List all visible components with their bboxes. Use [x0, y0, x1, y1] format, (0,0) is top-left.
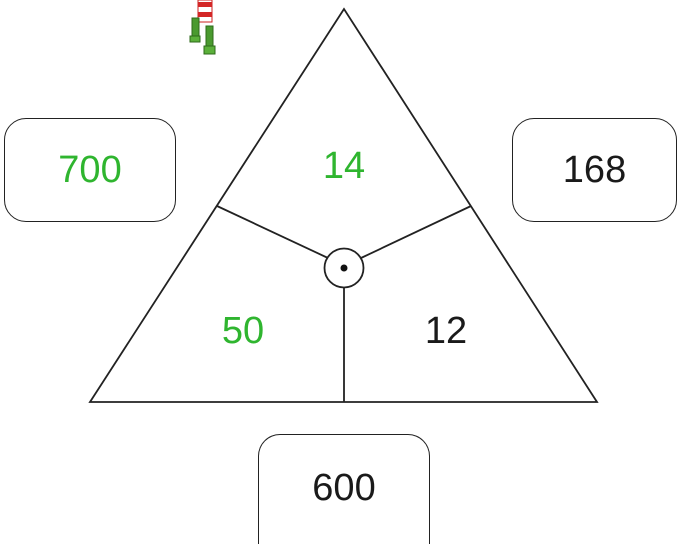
bottom-product-value: 600 [312, 467, 376, 509]
elf-legs-icon [189, 0, 216, 55]
triangle-top-number: 14 [322, 145, 366, 187]
triangle-right-number: 12 [424, 310, 468, 352]
right-product-value: 168 [562, 149, 627, 191]
triangle-left-number: 50 [221, 310, 265, 352]
center-dot [340, 264, 348, 272]
left-product-value: 700 [58, 149, 122, 191]
right-product-box: 168 [512, 118, 677, 222]
left-product-box: 700 [4, 118, 176, 222]
bottom-product-box: 600 [258, 434, 430, 544]
